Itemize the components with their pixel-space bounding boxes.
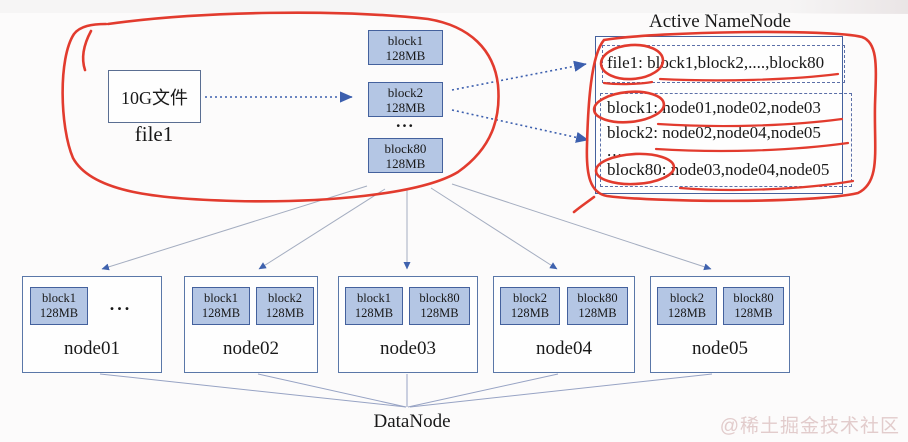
node04-block2-name: block2 <box>512 291 548 305</box>
node02-block2-name: block2 <box>267 291 303 305</box>
stack-block-80-name: block80 <box>384 140 427 156</box>
node03-block1-name: block1 <box>356 291 392 305</box>
node02-label: node02 <box>223 338 279 359</box>
namenode-title: Active NameNode <box>649 11 791 32</box>
source-file-box: 10G文件 <box>108 70 201 123</box>
node05-block2-chip: block2 128MB <box>657 287 717 325</box>
node01-block1-size: 128MB <box>39 306 79 320</box>
node03-block1-size: 128MB <box>354 306 394 320</box>
node03-block80-chip: block80 128MB <box>409 287 470 325</box>
stack-block-2-name: block2 <box>387 84 424 100</box>
top-right-watermark-remnant <box>788 0 908 14</box>
node03-block80-size: 128MB <box>420 306 459 320</box>
node01-block1-name: block1 <box>41 291 77 305</box>
top-gray-band <box>0 0 908 13</box>
node01-label: node01 <box>64 338 120 359</box>
stack-block-1-size: 128MB <box>385 47 426 63</box>
node04-label: node04 <box>536 338 592 359</box>
line-blocks-to-node04 <box>430 187 558 270</box>
arrow-blocks-to-blockmap <box>451 109 589 143</box>
stack-block-1-name: block1 <box>387 32 424 48</box>
node04-block80-size: 128MB <box>578 306 617 320</box>
node04-block2-size: 128MB <box>510 306 550 320</box>
node05-block2-size: 128MB <box>667 306 707 320</box>
block-mapping-row-2: block2: node02,node04,node05 <box>607 123 821 142</box>
red-tail-namenode-bottom-left <box>572 195 596 214</box>
stack-block-80-size: 128MB <box>385 155 426 171</box>
node02-block2-chip: block2 128MB <box>256 287 314 325</box>
node02-block1-size: 128MB <box>201 306 241 320</box>
line-node04-to-datanode <box>407 373 559 408</box>
node05-block80-name: block80 <box>733 291 774 305</box>
line-node05-to-datanode <box>409 373 713 408</box>
node05-block2-name: block2 <box>669 291 705 305</box>
node02-block1-name: block1 <box>203 291 239 305</box>
node04-block80-chip: block80 128MB <box>567 287 628 325</box>
line-node02-to-datanode <box>257 373 407 408</box>
line-blocks-to-node01 <box>101 185 368 271</box>
node05-block80-chip: block80 128MB <box>723 287 784 325</box>
datanode-group-label: DataNode <box>373 411 451 432</box>
line-blocks-to-node05 <box>451 183 712 271</box>
node05-block80-size: 128MB <box>734 306 773 320</box>
stack-ellipsis: ... <box>396 112 415 131</box>
arrow-blocks-to-filemap <box>451 60 587 91</box>
node05-label: node05 <box>692 338 748 359</box>
block-mapping-ellipsis: ... <box>607 141 623 160</box>
node01-block1-chip: block1 128MB <box>30 287 88 325</box>
community-watermark: @稀土掘金技术社区 <box>719 416 900 437</box>
node04-block2-chip: block2 128MB <box>500 287 560 325</box>
source-file-box-label: 10G文件 <box>121 87 188 108</box>
node03-block80-name: block80 <box>419 291 460 305</box>
node02-block1-chip: block1 128MB <box>192 287 250 325</box>
node03-label: node03 <box>380 338 436 359</box>
source-file-name: file1 <box>134 122 174 146</box>
node01-ellipsis: ... <box>109 294 133 314</box>
block-mapping-row-80: block80: node03,node04,node05 <box>607 160 830 179</box>
node02-block2-size: 128MB <box>265 306 305 320</box>
stack-block-80: block80 128MB <box>368 138 443 173</box>
stack-block-1: block1 128MB <box>368 30 443 65</box>
block-mapping-row-1: block1: node01,node02,node03 <box>607 98 821 117</box>
node04-block80-name: block80 <box>577 291 618 305</box>
namenode-file-mapping: file1: block1,block2,....,block80 <box>607 53 825 72</box>
line-node01-to-datanode <box>99 373 407 408</box>
red-squiggle-top-left <box>81 29 93 72</box>
node03-block1-chip: block1 128MB <box>345 287 403 325</box>
line-blocks-to-node02 <box>258 188 386 270</box>
